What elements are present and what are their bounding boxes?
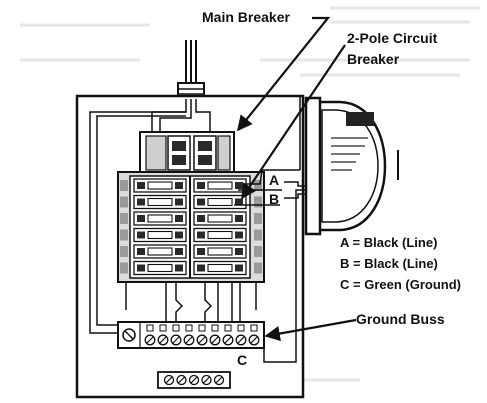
terminal-c-label: C [237,352,248,368]
callout-arrows [237,16,357,342]
screw [248,324,260,346]
rail-tab [120,229,128,241]
main-breaker [139,131,235,175]
two-pole-label-line2: Breaker [347,51,400,67]
screw [235,324,247,346]
screw [188,374,200,386]
neutral-screws [163,374,225,386]
branch-breaker [193,211,247,226]
branch-breaker [133,260,187,276]
ground-buss-label: Ground Buss [356,311,445,327]
legend-item-a: A = Black (Line) [340,235,438,250]
branch-breaker [193,194,247,210]
screw [196,324,208,346]
terminal-a-label: A [269,172,280,188]
main-breaker-arrow [237,16,331,132]
screw [144,324,156,346]
branch-breaker [193,178,247,193]
rail-tab [254,213,262,224]
screw [213,374,225,386]
terminal-b-label: B [269,191,280,207]
screw [163,374,175,386]
branch-breaker [133,178,187,193]
main-breaker-label: Main Breaker [202,9,290,25]
branch-breaker [193,227,247,243]
screw [157,324,169,346]
service-cable [177,40,205,100]
incoming-wires [89,99,211,334]
rail-tab [120,196,128,208]
screw [170,324,182,346]
ground-screws [144,324,260,346]
power-inlet [304,96,399,236]
legend-item-b: B = Black (Line) [340,256,438,271]
rail-tab [120,246,128,257]
branch-breaker [133,227,187,243]
rail-tab [254,246,262,257]
branch-breaker [133,194,187,210]
screw [176,374,187,386]
rail-tab [254,262,262,274]
branch-breaker [193,260,247,276]
breaker-rows [120,178,262,276]
two-pole-arrow [241,44,346,200]
two-pole-label-line1: 2-Pole Circuit [347,30,438,46]
branch-breaker [133,244,187,259]
screw [183,324,195,346]
ground-buss-arrow [264,318,357,342]
legend-item-c: C = Green (Ground) [340,277,461,292]
rail-tab [120,262,128,274]
branch-breaker [193,244,247,259]
rail-tab [254,180,262,191]
rail-tab [120,213,128,224]
rail-tab [254,229,262,241]
rail-tab [120,180,128,191]
screw [201,374,212,386]
screw [222,324,234,346]
branch-wires [125,282,257,322]
screw [209,324,221,346]
rail-tab [254,196,262,208]
branch-breaker [133,211,187,226]
